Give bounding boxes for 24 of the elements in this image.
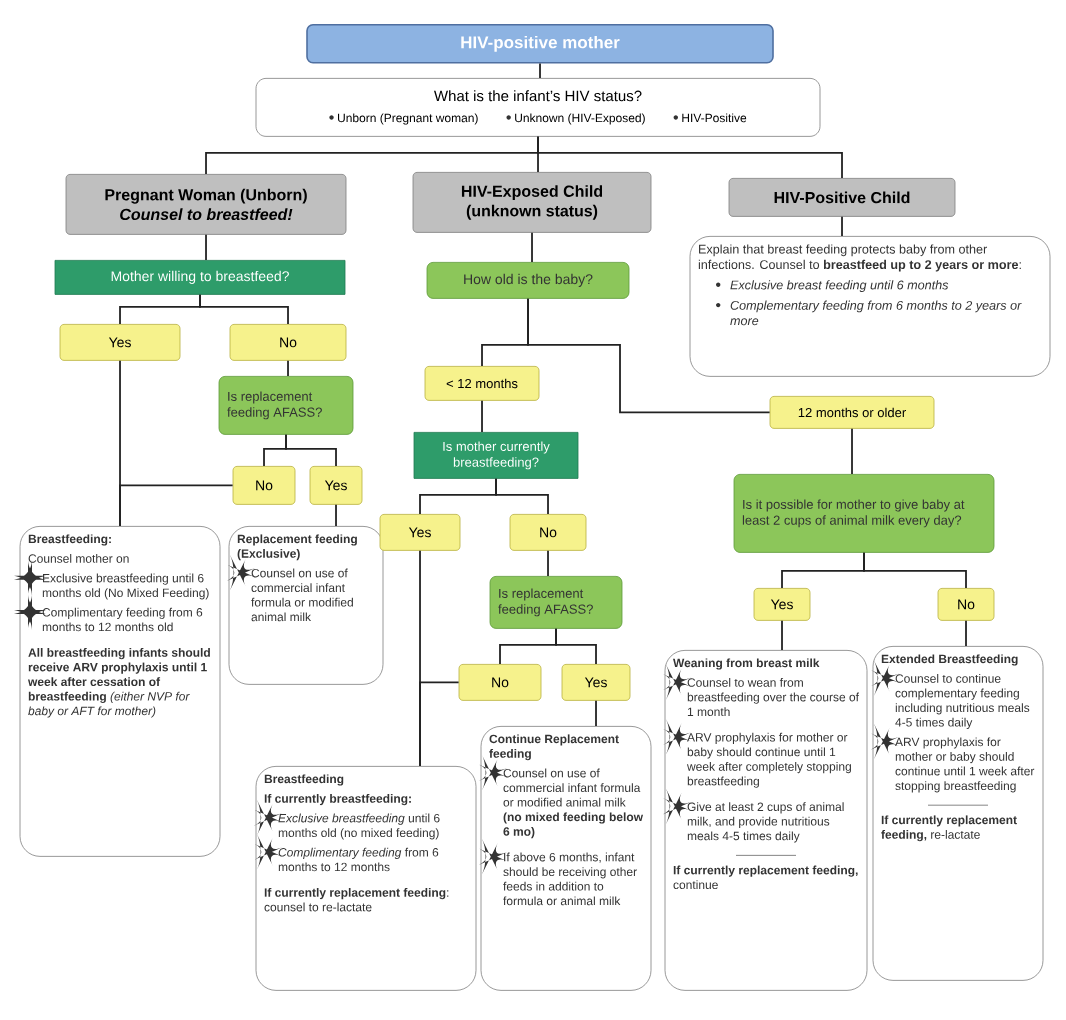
connector-line <box>287 359 289 377</box>
connector-line <box>851 427 853 475</box>
connector-line <box>537 135 843 179</box>
connector-line <box>119 484 234 527</box>
connector-line <box>205 233 207 261</box>
connector-line <box>781 619 783 651</box>
connector-line <box>965 619 967 647</box>
connector-line <box>595 699 597 727</box>
connector-line <box>841 215 843 237</box>
title-box: HIV-positive mother <box>306 24 774 64</box>
connector-line <box>419 681 460 767</box>
connector-line <box>531 231 533 263</box>
connector-line <box>285 433 337 467</box>
connector-line <box>199 293 289 325</box>
connector-line <box>539 62 541 79</box>
connector-line <box>863 551 967 589</box>
category-box: Pregnant Woman (Unborn) Counsel to breastfeed! <box>65 174 347 235</box>
category-box: HIV-Positive Child <box>728 178 956 217</box>
connector-line <box>481 399 483 433</box>
connector-line <box>495 477 549 515</box>
connector-line <box>547 549 549 577</box>
connector-line <box>555 627 597 665</box>
connector-line <box>335 503 337 527</box>
connector-line <box>527 297 771 414</box>
